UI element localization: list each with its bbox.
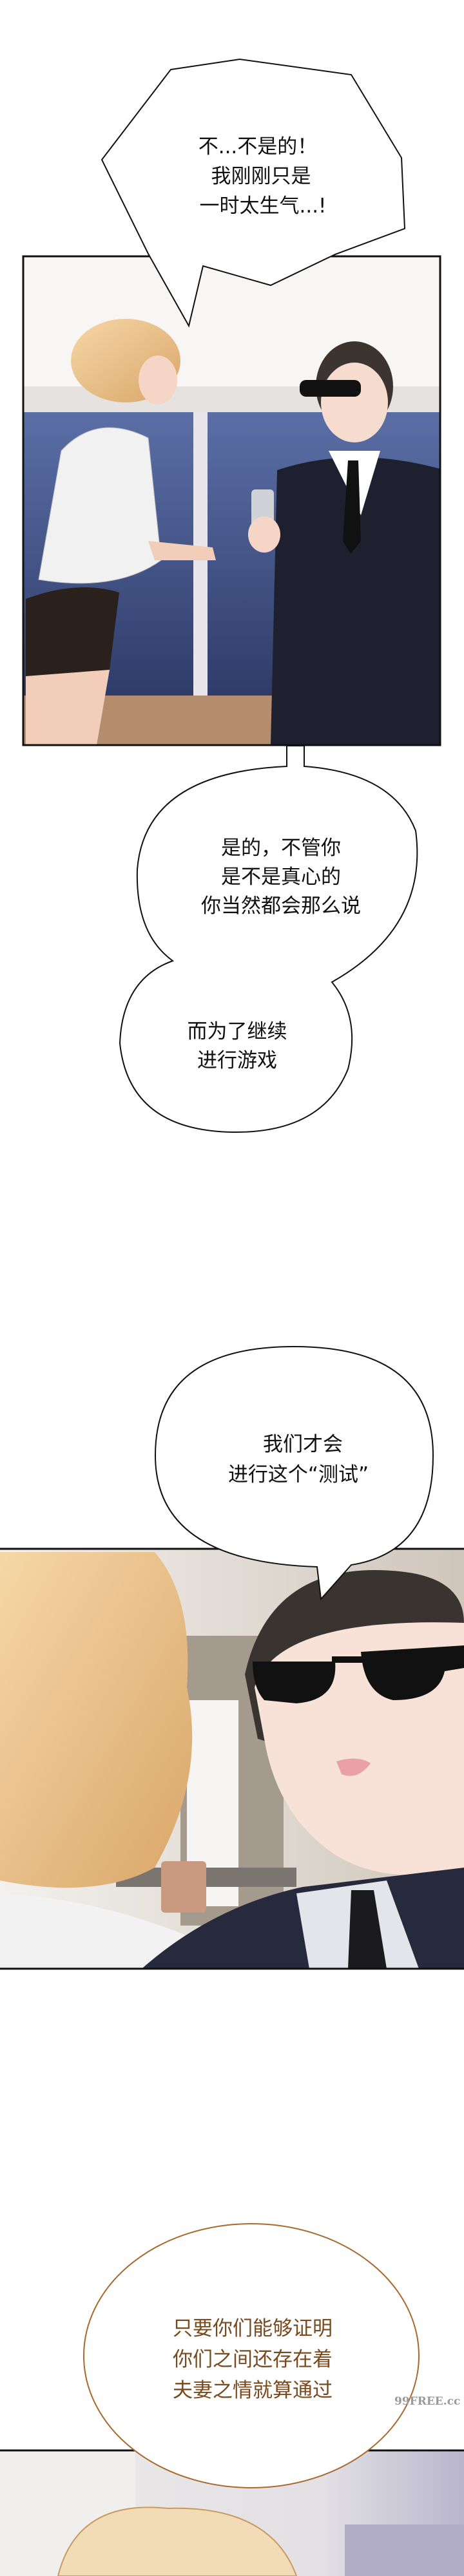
bubble-1-line-1: 不...不是的！ [198,135,318,158]
bubble-2-line-5: 进行游戏 [197,1049,277,1072]
bubble-2-line-1: 是的，不管你 [221,837,341,860]
bubble-4-line-2: 你们之间还存在着 [173,2348,333,2371]
bubble-4-line-1: 只要你们能够证明 [173,2317,333,2340]
sunglasses-icon [300,380,361,397]
bubble-2-line-4: 而为了继续 [188,1020,287,1043]
bubble-3-line-2: 进行这个“测试” [228,1463,369,1486]
woman-head [57,2506,298,2576]
bubble-1-line-3: 一时太生气...! [200,194,327,218]
bubble-2-line-3: 你当然都会那么说 [201,895,361,918]
speech-bubble-4: 只要你们能够证明 你们之间还存在着 夫妻之情就算通过 [83,2223,420,2488]
bubble-4-line-3: 夫妻之情就算通过 [173,2379,333,2402]
panel-2 [0,1549,464,1969]
sunglasses-icon [253,1645,464,1703]
woman-character [26,319,216,745]
bubble-1-line-2: 我刚刚只是 [211,165,311,188]
speech-bubble-2: 是的，不管你 是不是真心的 你当然都会那么说 而为了继续 进行游戏 [119,745,418,1133]
man-in-suit-character [142,1568,464,1969]
bubble-3-line-1: 我们才会 [263,1433,343,1456]
man-in-suit-character [248,341,440,745]
speech-bubble-1: 不...不是的！ 我刚刚只是 一时太生气...! [101,58,406,328]
mouth [336,1758,371,1776]
bubble-2-line-2: 是不是真心的 [221,866,341,889]
watermark: 99FREE.cc [394,2395,460,2408]
panel-3 [0,2450,464,2576]
panel-1 [23,256,440,745]
speech-bubble-3: 我们才会 进行这个“测试” [154,1345,434,1601]
